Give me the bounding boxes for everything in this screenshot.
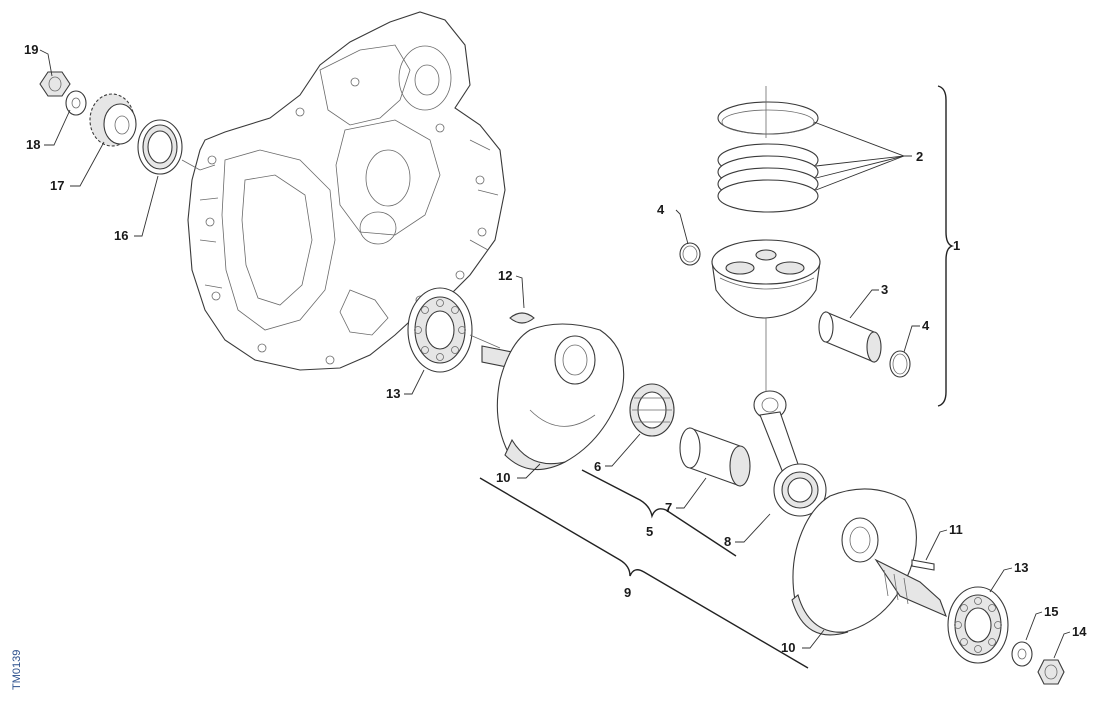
key-12 (509, 312, 535, 324)
callout-7: 7 (665, 500, 672, 515)
callout-11: 11 (949, 522, 963, 537)
callout-14: 14 (1072, 624, 1087, 639)
connecting-rod-8 (753, 390, 827, 517)
circlip-4-right (889, 350, 911, 378)
callout-16: 16 (114, 228, 128, 243)
callout-6: 6 (594, 459, 601, 474)
callout-8: 8 (724, 534, 731, 549)
brace-group-1 (937, 85, 955, 407)
nut-14 (1037, 659, 1065, 685)
crank-pin-7 (679, 427, 751, 487)
washer-18 (65, 90, 87, 116)
callout-19: 19 (24, 42, 38, 57)
callout-17: 17 (50, 178, 64, 193)
callout-18: 18 (26, 137, 40, 152)
callout-10-right: 10 (781, 640, 795, 655)
callout-15: 15 (1044, 604, 1058, 619)
leader-lines (39, 49, 1071, 659)
piston-rings-2 (717, 86, 819, 213)
drawing-code: TM0139 (11, 650, 23, 690)
brace-group-5 (581, 469, 737, 557)
callout-10-left: 10 (496, 470, 510, 485)
callout-1: 1 (953, 238, 960, 253)
callout-13-right: 13 (1014, 560, 1028, 575)
crank-web-10-right (791, 488, 947, 636)
callout-5: 5 (646, 524, 653, 539)
callout-4-right: 4 (922, 318, 930, 333)
nut-19 (39, 71, 71, 97)
callout-4-left: 4 (657, 202, 665, 217)
bearing-13-left (407, 287, 473, 373)
washer-15 (1011, 641, 1033, 667)
crankcase-housing (187, 11, 506, 371)
piston-pin-3 (818, 311, 882, 363)
group-braces (479, 85, 955, 669)
seal-16 (137, 119, 183, 175)
callout-13-left: 13 (386, 386, 400, 401)
gear-17 (89, 93, 137, 147)
callout-12: 12 (498, 268, 512, 283)
key-11 (911, 559, 935, 571)
needle-bearing-6 (629, 383, 675, 437)
callout-labels: 1 2 3 4 4 5 6 7 8 9 10 10 11 12 13 13 14… (24, 42, 1087, 655)
crank-web-10-left (469, 323, 625, 471)
circlip-4-left (679, 242, 701, 266)
callout-9: 9 (624, 585, 631, 600)
piston (711, 239, 821, 392)
callout-2: 2 (916, 149, 923, 164)
callout-3: 3 (881, 282, 888, 297)
bearing-13-right (947, 586, 1009, 664)
brace-group-9 (479, 477, 809, 669)
